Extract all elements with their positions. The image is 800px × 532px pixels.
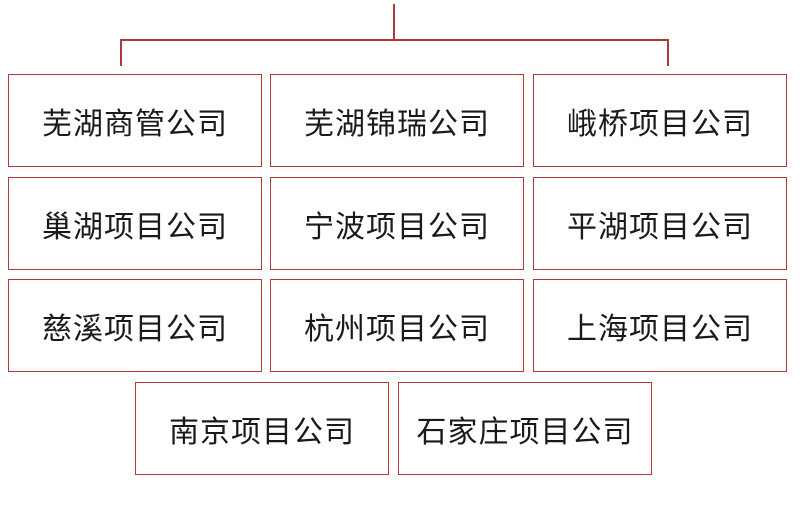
- connector-bus: [120, 39, 669, 41]
- company-box-shanghai[interactable]: 上海项目公司: [533, 279, 787, 372]
- company-box-hangzhou[interactable]: 杭州项目公司: [270, 279, 524, 372]
- company-box-shijiazhuang[interactable]: 石家庄项目公司: [398, 382, 652, 475]
- connector-stem: [393, 4, 395, 40]
- company-box-pinghu[interactable]: 平湖项目公司: [533, 177, 787, 270]
- connector-drop-right: [667, 39, 669, 66]
- company-box-wuhu-jinrui[interactable]: 芜湖锦瑞公司: [270, 74, 524, 167]
- company-box-nanjing[interactable]: 南京项目公司: [135, 382, 389, 475]
- company-box-cixi[interactable]: 慈溪项目公司: [8, 279, 262, 372]
- company-box-ningbo[interactable]: 宁波项目公司: [270, 177, 524, 270]
- company-box-eqiao[interactable]: 峨桥项目公司: [533, 74, 787, 167]
- company-box-wuhu-commercial[interactable]: 芜湖商管公司: [8, 74, 262, 167]
- connector-drop-left: [120, 39, 122, 66]
- company-box-chaohu[interactable]: 巢湖项目公司: [8, 177, 262, 270]
